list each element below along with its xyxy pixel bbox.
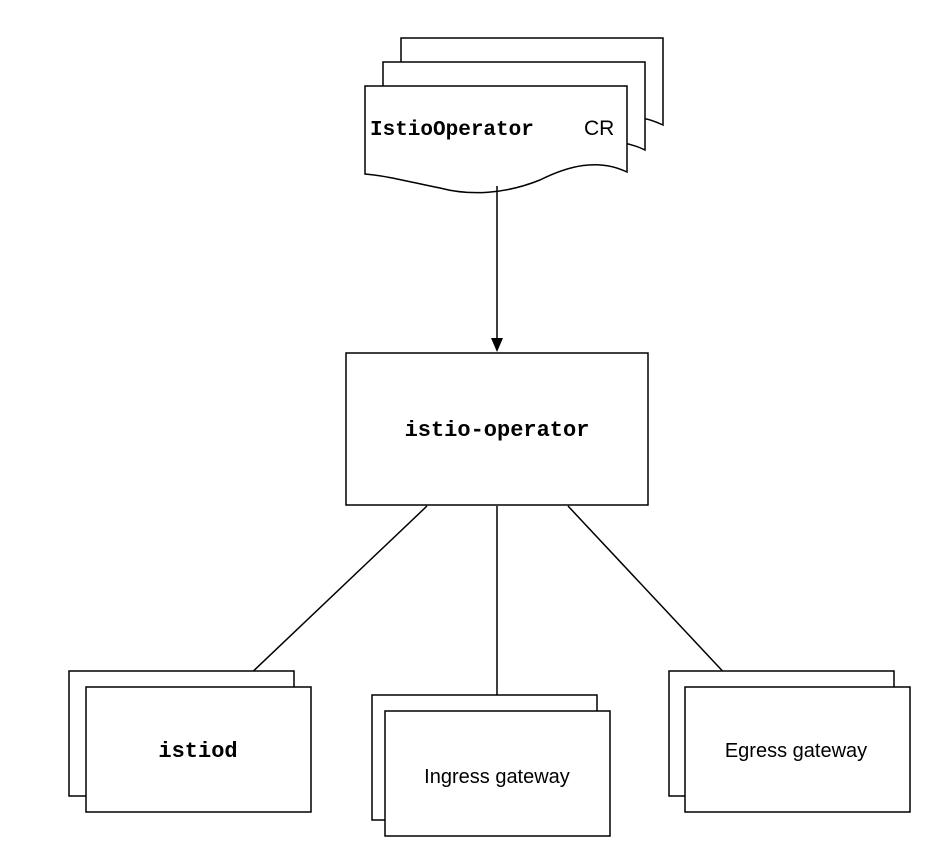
cr-code-label: IstioOperator [370, 119, 534, 142]
istiod-box-front [85, 686, 312, 813]
ingress-label: Ingress gateway [424, 766, 570, 788]
istio-operator-box [345, 352, 649, 506]
istio-operator-cr-stack: IstioOperator CR [364, 37, 664, 194]
ingress-box-front [384, 710, 611, 837]
egress-gateway-node: Egress gateway [668, 670, 911, 813]
istiod-node: istiod [68, 670, 312, 813]
egress-box-front [684, 686, 911, 813]
arrowhead-cr-to-operator [491, 338, 503, 352]
ingress-gateway-node: Ingress gateway [371, 694, 611, 837]
edge-operator-to-egress [567, 505, 731, 680]
edge-operator-to-istiod [244, 505, 428, 680]
cr-suffix-label: CR [584, 117, 614, 140]
istio-operator-label: istio-operator [405, 418, 590, 443]
istiod-label: istiod [158, 739, 237, 764]
egress-label: Egress gateway [725, 740, 867, 762]
istio-operator-node: istio-operator [345, 352, 649, 506]
